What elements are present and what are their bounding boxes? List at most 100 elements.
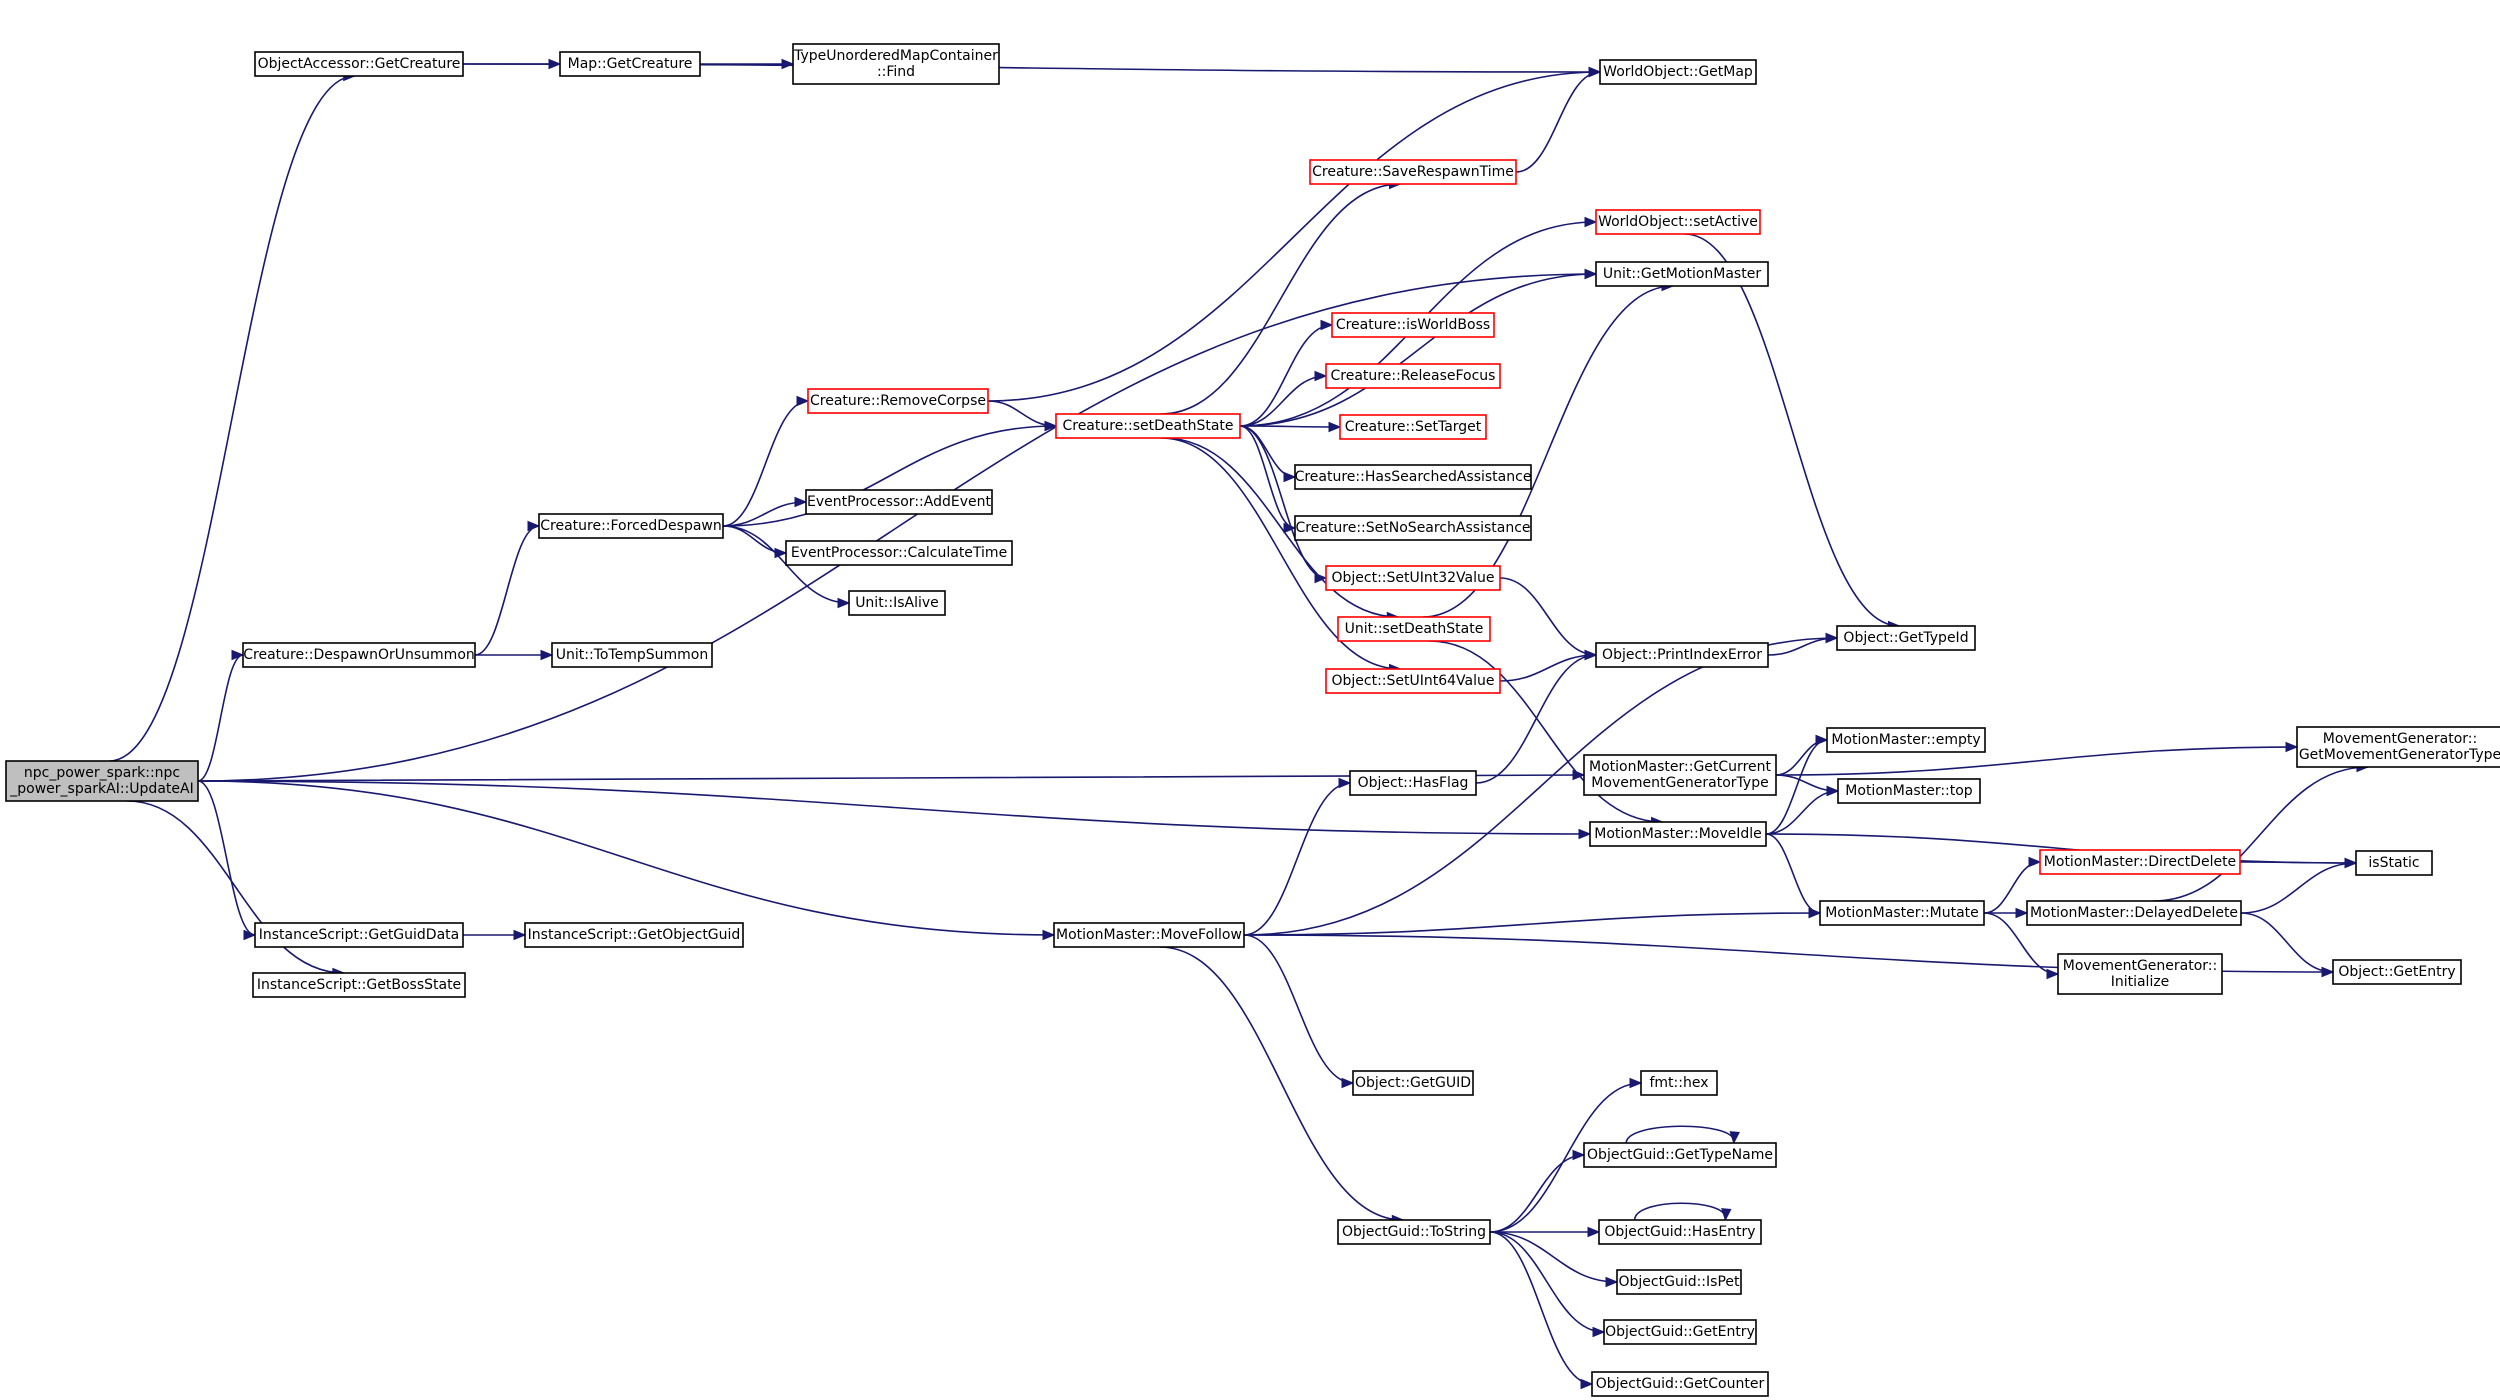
node-c_saverespawn[interactable]: Creature::SaveRespawnTime — [1309, 159, 1517, 185]
node-box-mm_top[interactable] — [1837, 778, 1981, 804]
node-u_totempsummon[interactable]: Unit::ToTempSummon — [551, 642, 713, 668]
node-og_getcounter[interactable]: ObjectGuid::GetCounter — [1591, 1371, 1769, 1397]
node-mm_delayeddelete[interactable]: MotionMaster::DelayedDelete — [2026, 900, 2242, 926]
node-mm_moveidle[interactable]: MotionMaster::MoveIdle — [1589, 821, 1767, 847]
node-box-wo_setactive[interactable] — [1595, 209, 1761, 235]
node-box-wo_getmap[interactable] — [1599, 59, 1757, 85]
node-box-oa_getcreature[interactable] — [254, 51, 464, 77]
node-box-c_removecorpse[interactable] — [807, 388, 989, 414]
node-box-c_releasefocus[interactable] — [1325, 363, 1501, 389]
node-isstatic[interactable]: isStatic — [2355, 850, 2433, 876]
node-fmt_hex[interactable]: fmt::hex — [1640, 1070, 1718, 1096]
node-box-c_setdeathstate[interactable] — [1055, 413, 1241, 439]
node-og_hasentry[interactable]: ObjectGuid::HasEntry — [1598, 1219, 1762, 1245]
node-box-fmt_hex[interactable] — [1640, 1070, 1718, 1096]
node-box-ep_addevent[interactable] — [805, 489, 993, 515]
node-box-og_gettypename[interactable] — [1583, 1142, 1777, 1168]
node-box-og_hasentry[interactable] — [1598, 1219, 1762, 1245]
node-box-og_ispet[interactable] — [1616, 1269, 1742, 1295]
node-box-ep_calctime[interactable] — [785, 540, 1013, 566]
node-box-mm_mutate[interactable] — [1819, 900, 1985, 926]
node-box-og_getcounter[interactable] — [1591, 1371, 1769, 1397]
node-box-c_despawnorunsummon[interactable] — [242, 642, 476, 668]
node-c_despawnorunsummon[interactable]: Creature::DespawnOrUnsummon — [242, 642, 476, 668]
node-o_hasflag[interactable]: Object::HasFlag — [1349, 770, 1477, 796]
node-box-mm_moveidle[interactable] — [1589, 821, 1767, 847]
node-og_tostring[interactable]: ObjectGuid::ToString — [1337, 1219, 1491, 1245]
node-is_getbossstate[interactable]: InstanceScript::GetBossState — [252, 972, 466, 998]
node-mm_getcurrent[interactable]: MotionMaster::GetCurrentMovementGenerato… — [1583, 754, 1777, 796]
node-box-o_getguid[interactable] — [1352, 1070, 1474, 1096]
node-og_ispet[interactable]: ObjectGuid::IsPet — [1616, 1269, 1742, 1295]
node-box-o_setuint64[interactable] — [1325, 668, 1501, 694]
node-og_gettypename[interactable]: ObjectGuid::GetTypeName — [1583, 1142, 1777, 1168]
node-box-mm_empty[interactable] — [1826, 727, 1986, 753]
node-wo_getmap[interactable]: WorldObject::GetMap — [1599, 59, 1757, 85]
node-box-is_getbossstate[interactable] — [252, 972, 466, 998]
node-root[interactable]: npc_power_spark::npc_power_sparkAI::Upda… — [5, 760, 199, 802]
node-og_getentry[interactable]: ObjectGuid::GetEntry — [1603, 1319, 1757, 1345]
node-box-is_getobjectguid[interactable] — [524, 922, 744, 948]
node-box-og_getentry[interactable] — [1603, 1319, 1757, 1345]
node-box-c_isworldboss[interactable] — [1331, 312, 1495, 338]
node-box-root[interactable] — [5, 760, 199, 802]
node-mm_movefollow[interactable]: MotionMaster::MoveFollow — [1053, 922, 1245, 948]
node-box-is_getguiddata[interactable] — [254, 922, 464, 948]
node-o_getguid[interactable]: Object::GetGUID — [1352, 1070, 1474, 1096]
node-o_setuint64[interactable]: Object::SetUInt64Value — [1325, 668, 1501, 694]
node-oa_getcreature[interactable]: ObjectAccessor::GetCreature — [254, 51, 464, 77]
node-mg_initialize[interactable]: MovementGenerator::Initialize — [2057, 953, 2223, 995]
node-box-mm_getcurrent[interactable] — [1583, 754, 1777, 796]
node-box-isstatic[interactable] — [2355, 850, 2433, 876]
node-c_settarget[interactable]: Creature::SetTarget — [1339, 414, 1487, 440]
node-u_getmotionmaster[interactable]: Unit::GetMotionMaster — [1595, 261, 1769, 287]
node-mg_getmgtype[interactable]: MovementGenerator::GetMovementGeneratorT… — [2296, 726, 2500, 768]
node-box-o_hasflag[interactable] — [1349, 770, 1477, 796]
node-box-o_printindexerror[interactable] — [1595, 642, 1769, 668]
node-box-o_gettypeid[interactable] — [1836, 625, 1976, 651]
node-u_setdeathstate[interactable]: Unit::setDeathState — [1337, 616, 1491, 642]
node-u_isalive[interactable]: Unit::IsAlive — [848, 590, 946, 616]
node-c_setdeathstate[interactable]: Creature::setDeathState — [1055, 413, 1241, 439]
node-box-mm_directdelete[interactable] — [2039, 849, 2241, 875]
node-box-u_setdeathstate[interactable] — [1337, 616, 1491, 642]
node-c_isworldboss[interactable]: Creature::isWorldBoss — [1331, 312, 1495, 338]
node-c_setnosearch[interactable]: Creature::SetNoSearchAssistance — [1294, 515, 1532, 541]
node-c_releasefocus[interactable]: Creature::ReleaseFocus — [1325, 363, 1501, 389]
node-box-og_tostring[interactable] — [1337, 1219, 1491, 1245]
node-mm_top[interactable]: MotionMaster::top — [1837, 778, 1981, 804]
node-mm_empty[interactable]: MotionMaster::empty — [1826, 727, 1986, 753]
node-box-c_forceddespawn[interactable] — [538, 513, 724, 539]
node-box-mg_initialize[interactable] — [2057, 953, 2223, 995]
node-is_getguiddata[interactable]: InstanceScript::GetGuidData — [254, 922, 464, 948]
node-tumc_find[interactable]: TypeUnorderedMapContainer::Find — [792, 43, 1000, 85]
node-box-mm_delayeddelete[interactable] — [2026, 900, 2242, 926]
node-box-mm_movefollow[interactable] — [1053, 922, 1245, 948]
node-box-mg_getmgtype[interactable] — [2296, 726, 2500, 768]
node-o_getentry[interactable]: Object::GetEntry — [2332, 959, 2462, 985]
node-box-tumc_find[interactable] — [792, 43, 1000, 85]
node-o_setuint32[interactable]: Object::SetUInt32Value — [1325, 565, 1501, 591]
node-is_getobjectguid[interactable]: InstanceScript::GetObjectGuid — [524, 922, 744, 948]
node-c_removecorpse[interactable]: Creature::RemoveCorpse — [807, 388, 989, 414]
node-map_getcreature[interactable]: Map::GetCreature — [559, 51, 701, 77]
node-box-u_getmotionmaster[interactable] — [1595, 261, 1769, 287]
node-box-u_isalive[interactable] — [848, 590, 946, 616]
node-box-o_getentry[interactable] — [2332, 959, 2462, 985]
node-c_forceddespawn[interactable]: Creature::ForcedDespawn — [538, 513, 724, 539]
node-ep_addevent[interactable]: EventProcessor::AddEvent — [805, 489, 993, 515]
node-ep_calctime[interactable]: EventProcessor::CalculateTime — [785, 540, 1013, 566]
node-box-c_saverespawn[interactable] — [1309, 159, 1517, 185]
node-wo_setactive[interactable]: WorldObject::setActive — [1595, 209, 1761, 235]
node-mm_mutate[interactable]: MotionMaster::Mutate — [1819, 900, 1985, 926]
node-o_printindexerror[interactable]: Object::PrintIndexError — [1595, 642, 1769, 668]
node-box-u_totempsummon[interactable] — [551, 642, 713, 668]
node-box-c_hassearched[interactable] — [1294, 464, 1532, 490]
node-mm_directdelete[interactable]: MotionMaster::DirectDelete — [2039, 849, 2241, 875]
node-box-c_settarget[interactable] — [1339, 414, 1487, 440]
node-box-c_setnosearch[interactable] — [1294, 515, 1532, 541]
node-box-map_getcreature[interactable] — [559, 51, 701, 77]
node-c_hassearched[interactable]: Creature::HasSearchedAssistance — [1294, 464, 1532, 490]
node-box-o_setuint32[interactable] — [1325, 565, 1501, 591]
node-o_gettypeid[interactable]: Object::GetTypeId — [1836, 625, 1976, 651]
